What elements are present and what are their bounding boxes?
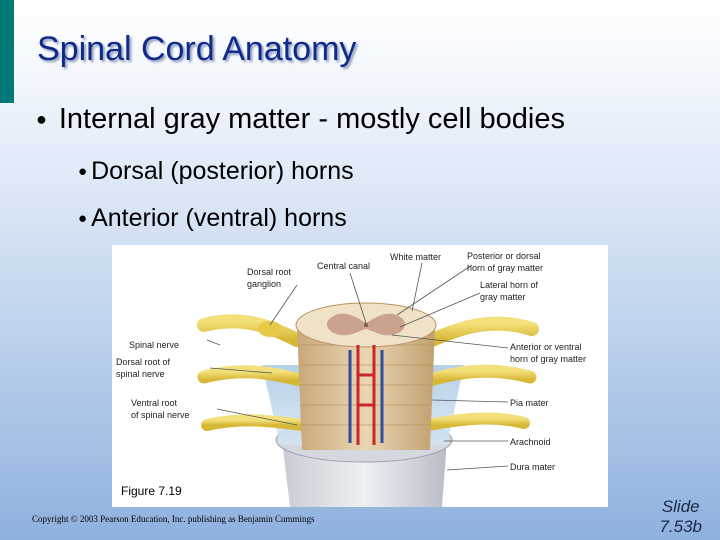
label-lateral-horn-1: Lateral horn of: [480, 280, 539, 290]
slide-title: Spinal Cord Anatomy: [37, 30, 357, 68]
label-dorsal-root-ganglion-2: ganglion: [247, 279, 281, 289]
leader-lines: [206, 262, 509, 471]
label-posterior-horn-1: Posterior or dorsal: [467, 251, 541, 261]
left-spinal-nerve-upper: [197, 314, 304, 347]
label-anterior-horn-1: Anterior or ventral: [510, 342, 582, 352]
bullet-item-gray-matter: ● Internal gray matter - mostly cell bod…: [36, 103, 565, 136]
blood-vessels-red: [356, 345, 376, 445]
label-dorsal-root-1: Dorsal root of: [116, 357, 171, 367]
label-central-canal: Central canal: [317, 261, 370, 271]
label-ventral-root-1: Ventral root: [131, 398, 178, 408]
slide-number-value: 7.53b: [659, 517, 702, 536]
label-spinal-nerve: Spinal nerve: [129, 340, 179, 350]
slide-number: Slide 7.53b: [659, 497, 702, 537]
right-spinal-nerve-middle: [423, 364, 537, 387]
bullet-dot-icon: ●: [78, 163, 88, 180]
label-pia-mater: Pia mater: [510, 398, 549, 408]
bullet-text: Internal gray matter - mostly cell bodie…: [58, 103, 565, 135]
central-canal-shape: [364, 323, 368, 327]
label-arachnoid: Arachnoid: [510, 437, 551, 447]
bullet-dot-icon: ●: [78, 210, 88, 227]
bullet-item-anterior-horns: ● Anterior (ventral) horns: [78, 204, 347, 233]
label-white-matter: White matter: [390, 252, 441, 262]
label-posterior-horn-2: horn of gray matter: [467, 263, 543, 273]
right-spinal-nerve-lower: [422, 412, 530, 431]
spinal-cord-illustration: Dorsal root ganglion Central canal White…: [112, 245, 608, 507]
label-dorsal-root-2: spinal nerve: [116, 369, 165, 379]
spinal-cord-body: [297, 327, 435, 450]
slide-label: Slide: [661, 497, 700, 516]
bullet-text: Dorsal (posterior) horns: [91, 157, 354, 185]
blood-vessels-blue: [348, 350, 384, 443]
label-dura-mater: Dura mater: [510, 462, 555, 472]
left-spinal-nerve-lower: [201, 414, 308, 431]
spinal-cord-drawing: Dorsal root ganglion Central canal White…: [116, 251, 586, 507]
bullet-dot-icon: ●: [36, 109, 47, 129]
label-lateral-horn-2: gray matter: [480, 292, 526, 302]
label-anterior-horn-2: horn of gray matter: [510, 354, 586, 364]
label-dorsal-root-ganglion-1: Dorsal root: [247, 267, 292, 277]
dorsal-root-ganglion: [258, 321, 282, 337]
left-spinal-nerve-middle: [197, 365, 307, 387]
label-ventral-root-2: of spinal nerve: [131, 410, 190, 420]
figure-caption: Figure 7.19: [121, 484, 182, 498]
bullet-item-dorsal-horns: ● Dorsal (posterior) horns: [78, 157, 354, 186]
title-accent-bar: [0, 0, 14, 103]
copyright-notice: Copyright © 2003 Pearson Education, Inc.…: [32, 514, 315, 524]
bullet-text: Anterior (ventral) horns: [91, 204, 347, 232]
right-spinal-nerve-upper: [425, 316, 539, 347]
